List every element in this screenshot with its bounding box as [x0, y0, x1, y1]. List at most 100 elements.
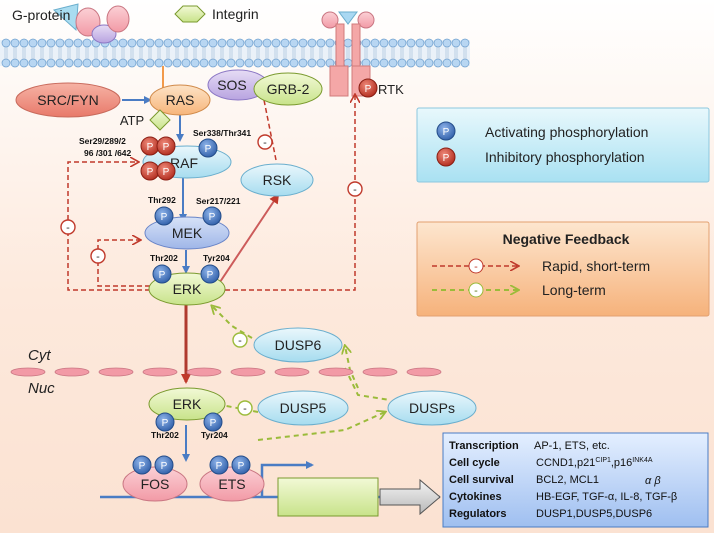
fos-p-2: P: [154, 455, 174, 475]
ets-p-2: P: [231, 455, 251, 475]
legend-rapid-label: Rapid, short-term: [542, 258, 650, 274]
output-extra: α β: [645, 475, 661, 487]
mek-p-1: P: [154, 206, 174, 226]
rtk-receptor: [321, 11, 375, 97]
legend-feedback-title: Negative Feedback: [503, 231, 630, 247]
cell-membrane: [0, 38, 470, 68]
svg-text:DUSP5: DUSP5: [280, 400, 327, 416]
ets-p-1: P: [209, 455, 229, 475]
raf-inhibitory-sites-line1: Ser29/289/2: [79, 136, 126, 146]
svg-text:-: -: [243, 403, 247, 415]
output-genes: HB-EGF, TGF-α, IL-8, TGF-β: [536, 491, 677, 503]
svg-text:P: P: [163, 142, 170, 153]
output-genes: AP-1, ETS, etc.: [534, 440, 610, 452]
svg-text:-: -: [263, 137, 267, 149]
raf-p-inhib-2: P: [156, 136, 176, 156]
svg-text:P: P: [163, 167, 170, 178]
svg-text:P: P: [162, 418, 169, 429]
svg-text:P: P: [161, 212, 168, 223]
svg-text:-: -: [66, 222, 70, 234]
legend-negative-feedback: Negative Feedback - - Rapid, short-term …: [416, 221, 710, 317]
node-ras: RAS: [149, 84, 211, 116]
svg-text:MEK: MEK: [172, 225, 203, 241]
svg-text:P: P: [238, 461, 245, 472]
node-erk-nucleus: ERK: [148, 387, 226, 421]
minus-mek-loop: -: [90, 248, 106, 264]
svg-text:GRB-2: GRB-2: [267, 81, 310, 97]
svg-text:RAS: RAS: [166, 92, 195, 108]
svg-text:P: P: [147, 142, 154, 153]
raf-p-act: P: [198, 138, 218, 158]
legend-p-inhibitory-icon: P: [443, 153, 450, 164]
mek-p-2: P: [202, 206, 222, 226]
svg-text:FOS: FOS: [141, 476, 170, 492]
output-genes: DUSP1,DUSP5,DUSP6: [536, 508, 652, 520]
minus-raf-loop: -: [60, 219, 76, 235]
svg-text:-: -: [474, 261, 478, 273]
raf-activating-sites: Ser338/Thr341: [193, 128, 251, 138]
svg-text:P: P: [210, 418, 217, 429]
svg-text:RSK: RSK: [263, 172, 292, 188]
output-category: Regulators: [449, 508, 506, 520]
svg-text:P: P: [205, 144, 212, 155]
legend-long-label: Long-term: [542, 282, 606, 298]
minus-sos-loop: -: [257, 134, 273, 150]
node-fos: FOS: [122, 466, 188, 502]
svg-text:ETS: ETS: [218, 476, 245, 492]
svg-text:P: P: [161, 461, 168, 472]
mek-site-ser217: Ser217/221: [196, 196, 241, 206]
raf-p-inhib-1: P: [140, 136, 160, 156]
output-category: Cytokines: [449, 491, 502, 503]
svg-text:-: -: [238, 335, 242, 347]
svg-text:P: P: [209, 212, 216, 223]
node-dusps: DUSPs: [387, 390, 477, 426]
node-rsk: RSK: [240, 163, 314, 197]
node-atp: ATP: [120, 109, 171, 131]
erk-p-2: P: [200, 264, 220, 284]
nuc-label: Nuc: [28, 380, 55, 397]
g-protein-complex: [52, 3, 130, 44]
output-row: Cytokines HB-EGF, TGF-α, IL-8, TGF-β: [449, 491, 677, 503]
minus-dusp5: -: [237, 400, 253, 416]
output-genes: CCND1,p21CIP1,p16INK4A: [536, 457, 653, 469]
node-dusp5: DUSP5: [257, 390, 349, 426]
fos-p-1: P: [132, 455, 152, 475]
minus-dusp6: -: [232, 332, 248, 348]
svg-text:ERK: ERK: [173, 396, 202, 412]
node-src-fyn: SRC/FYN: [15, 82, 121, 118]
output-row: Regulators DUSP1,DUSP5,DUSP6: [449, 508, 652, 520]
erk-nuc-site-thr202: Thr202: [151, 430, 179, 440]
signal-arrows: [122, 66, 280, 462]
svg-text:SRC/FYN: SRC/FYN: [37, 92, 98, 108]
erk-site-thr202: Thr202: [150, 253, 178, 263]
node-grb2: GRB-2: [253, 72, 323, 106]
integrin-label: Integrin: [212, 6, 259, 22]
svg-text:SOS: SOS: [217, 77, 247, 93]
inhibition-badges: - - - - - -: [60, 134, 363, 416]
raf-p-inhib-4: P: [156, 161, 176, 181]
raf-inhibitory-sites-line2: 96 /301 /642: [84, 148, 132, 158]
svg-text:-: -: [96, 251, 100, 263]
cyt-label: Cyt: [28, 347, 51, 364]
svg-text:-: -: [474, 285, 478, 297]
minus-rtk-loop: -: [347, 181, 363, 197]
erk-site-tyr204: Tyr204: [203, 253, 230, 263]
rtk-p: P: [358, 78, 378, 98]
svg-text:ERK: ERK: [173, 281, 202, 297]
integrin-icon: [174, 5, 206, 23]
svg-text:P: P: [216, 461, 223, 472]
legend-inhibitory-label: Inhibitory phosphorylation: [485, 149, 645, 165]
svg-text:P: P: [365, 84, 372, 95]
erk-nuc-site-tyr204: Tyr204: [201, 430, 228, 440]
svg-text:ATP: ATP: [120, 113, 144, 128]
svg-text:P: P: [159, 270, 166, 281]
legend-phosphorylation: P P Activating phosphorylation Inhibitor…: [416, 107, 710, 183]
erk-nuc-p-2: P: [203, 412, 223, 432]
g-protein-label: G-protein: [12, 7, 70, 23]
svg-text:P: P: [139, 461, 146, 472]
output-category: Cell survival: [449, 474, 514, 486]
